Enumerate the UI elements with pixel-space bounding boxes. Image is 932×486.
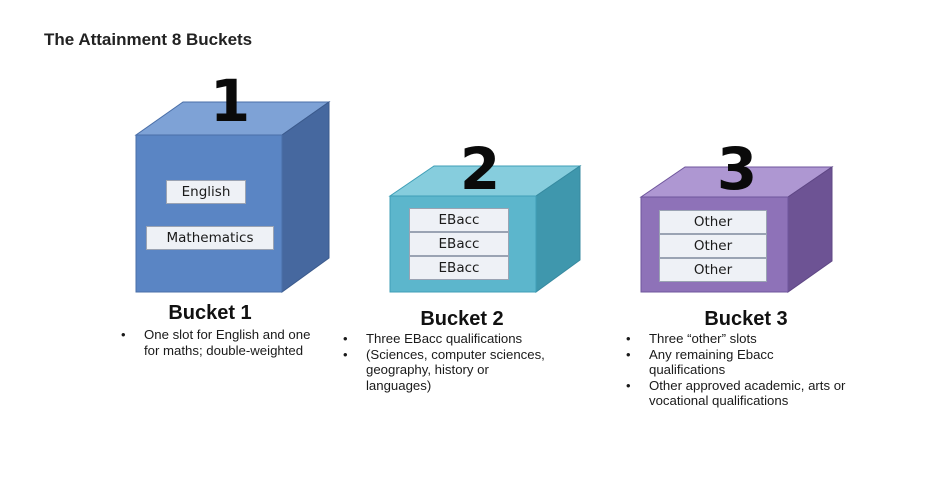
list-item: (Sciences, computer sciences, geography,… — [338, 347, 546, 394]
slot-ebacc: EBacc — [409, 232, 509, 256]
slot-other: Other — [659, 210, 767, 234]
slot-ebacc: EBacc — [409, 208, 509, 232]
bucket-1-box — [134, 101, 331, 293]
bucket-2-description: Three EBacc qualifications (Sciences, co… — [338, 331, 588, 393]
bucket-1-number: 1 — [209, 67, 251, 135]
bucket-2-number: 2 — [459, 135, 501, 203]
bucket-3-heading: Bucket 3 — [704, 308, 788, 330]
bucket-1-description: One slot for English and one for maths; … — [116, 327, 321, 358]
bucket-3-number: 3 — [716, 135, 758, 203]
slot-other: Other — [659, 234, 767, 258]
list-item: Three “other” slots — [621, 331, 881, 347]
slot-ebacc: EBacc — [409, 256, 509, 280]
page-title: The Attainment 8 Buckets — [44, 30, 253, 49]
bucket-3-description: Three “other” slots Any remaining Ebacc … — [621, 331, 881, 409]
list-item: Other approved academic, arts or vocatio… — [621, 378, 899, 409]
list-item: One slot for English and one for maths; … — [116, 327, 321, 358]
slot-mathematics: Mathematics — [146, 226, 274, 250]
slot-other: Other — [659, 258, 767, 282]
slot-english: English — [166, 180, 246, 204]
bucket-2-heading: Bucket 2 — [420, 308, 504, 330]
list-item: Three EBacc qualifications — [338, 331, 588, 347]
list-item: Any remaining Ebacc qualifications — [621, 347, 849, 378]
bucket-1-heading: Bucket 1 — [168, 302, 252, 324]
